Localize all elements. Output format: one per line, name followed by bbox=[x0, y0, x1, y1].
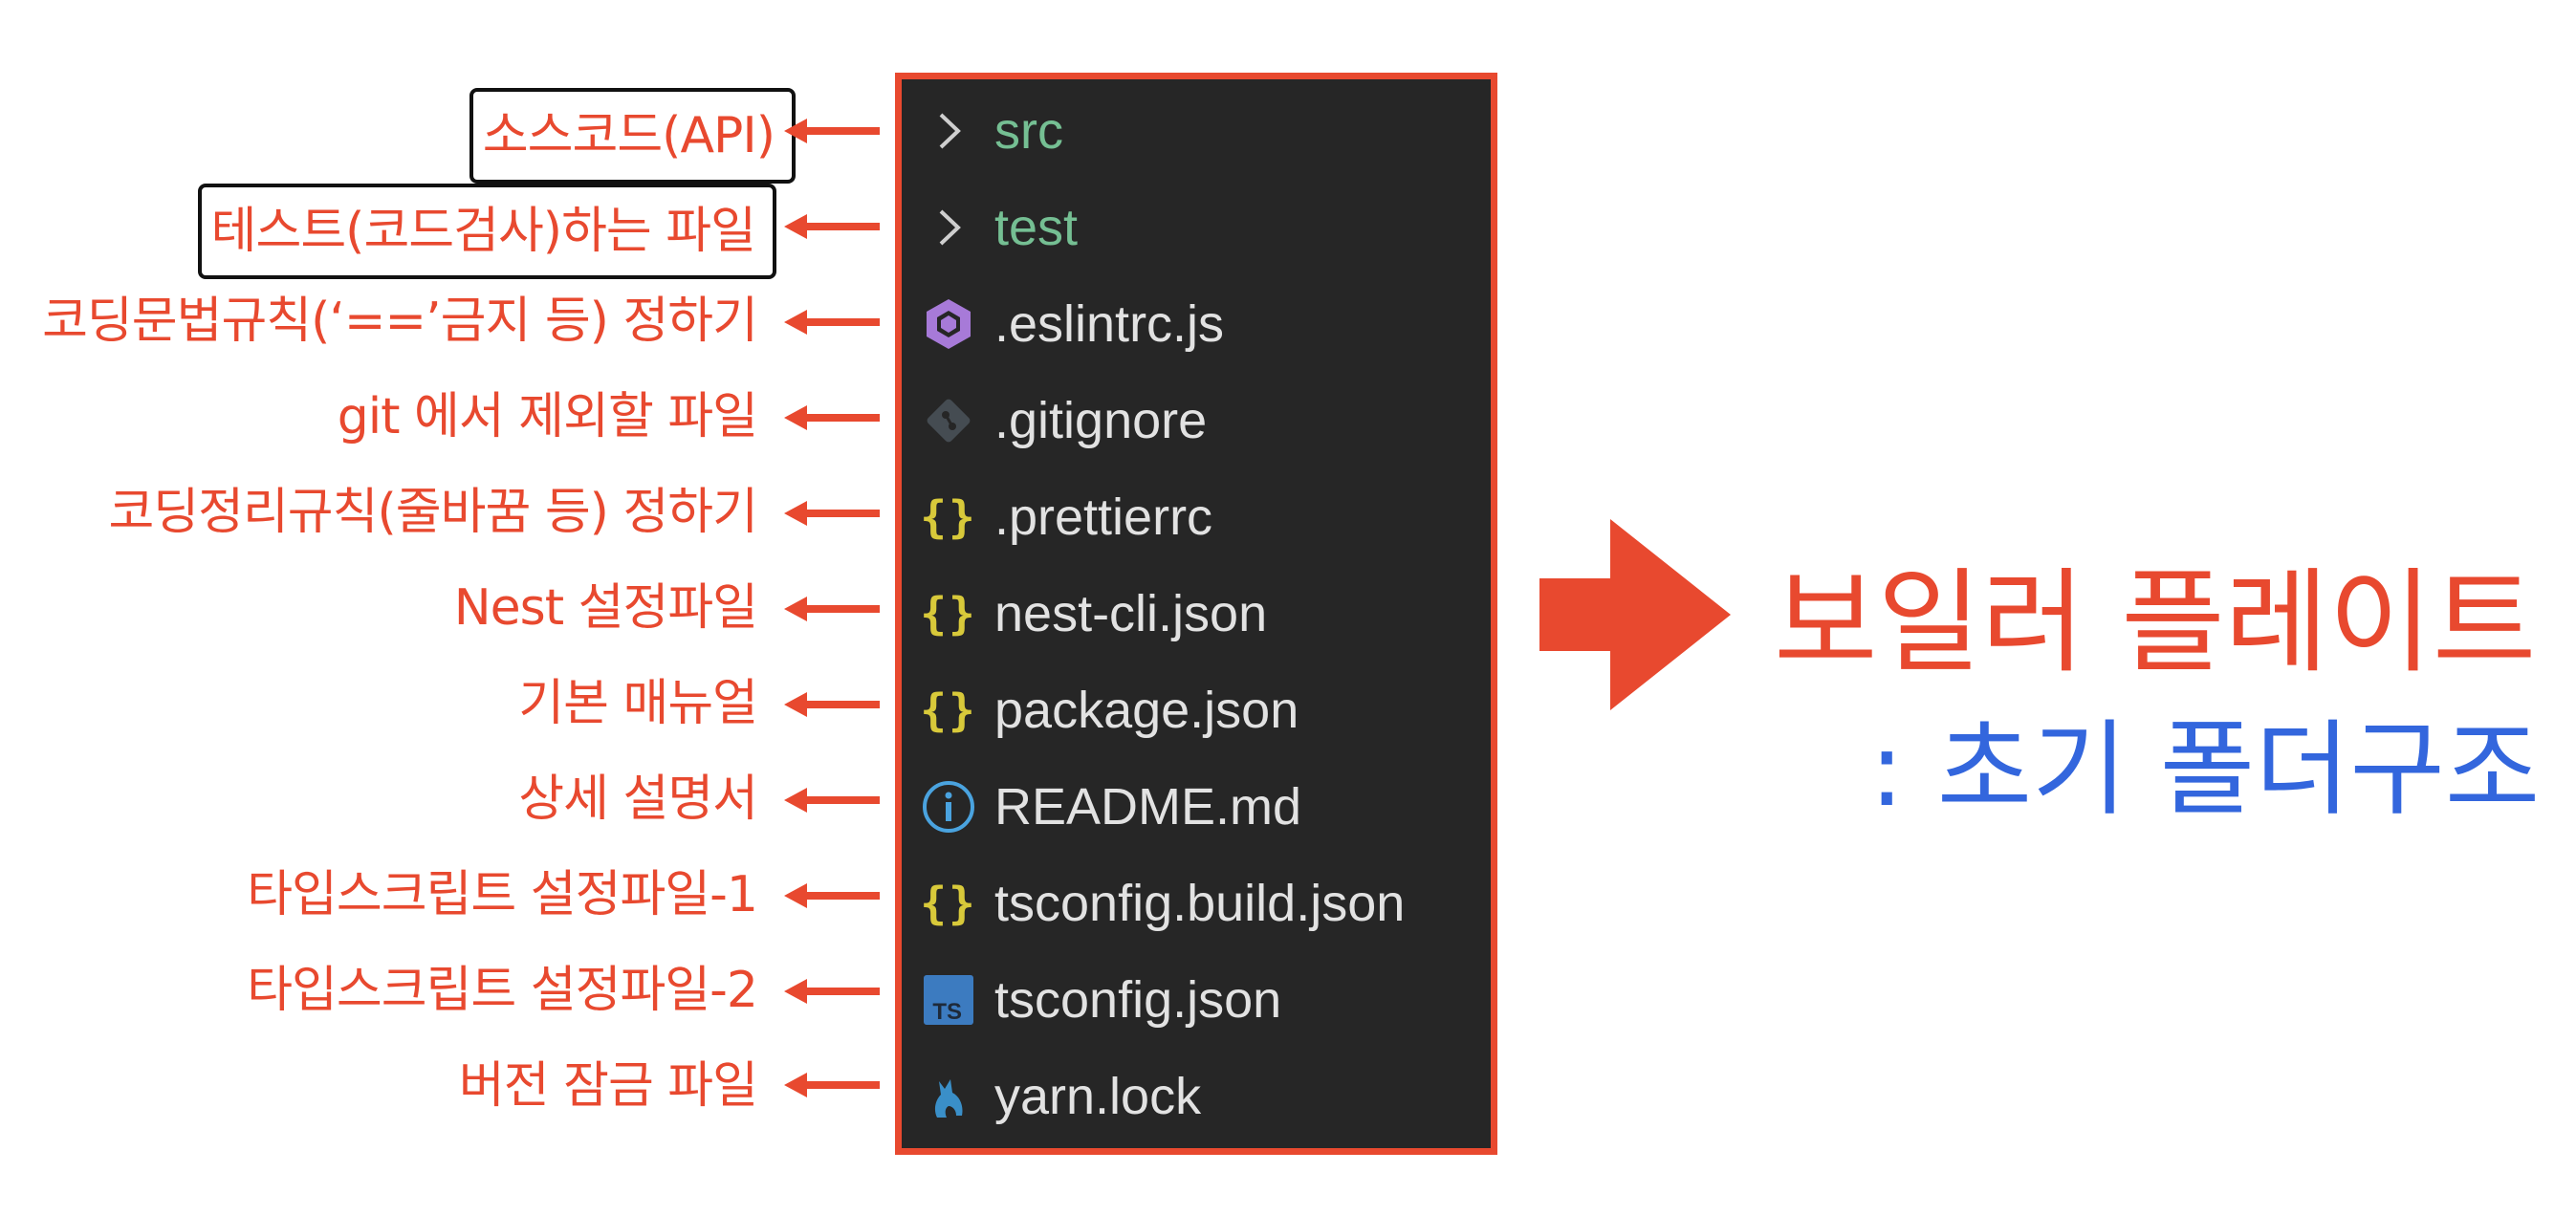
explorer-item-tsconfig-build[interactable]: {} tsconfig.build.json bbox=[902, 855, 1491, 951]
arrow-right-icon bbox=[1539, 519, 1731, 710]
annotation-label: 코딩문법규칙(‘==’금지 등) 정하기 bbox=[42, 293, 758, 350]
annotation-label: 소스코드(API) bbox=[469, 88, 796, 184]
file-name: yarn.lock bbox=[994, 1067, 1202, 1125]
eslint-icon bbox=[917, 291, 980, 358]
annotation-label: Nest 설정파일 bbox=[453, 579, 758, 637]
arrow-left-icon bbox=[784, 310, 880, 335]
arrow-left-icon bbox=[784, 597, 880, 621]
file-name: .prettierrc bbox=[994, 488, 1213, 546]
typescript-icon: TS bbox=[917, 966, 980, 1033]
folder-name: src bbox=[994, 101, 1063, 160]
chevron-right-icon[interactable] bbox=[917, 98, 980, 164]
annotation-label: 타입스크립트 설정파일-1 bbox=[247, 866, 758, 923]
folder-name: test bbox=[994, 198, 1079, 256]
yarn-icon bbox=[917, 1063, 980, 1130]
arrow-left-icon bbox=[784, 788, 880, 813]
arrow-left-icon bbox=[784, 405, 880, 430]
typescript-badge-text: TS bbox=[932, 999, 962, 1025]
file-name: .gitignore bbox=[994, 391, 1208, 449]
title-main: 보일러 플레이트 bbox=[1774, 556, 2537, 688]
annotation-label: 기본 매뉴얼 bbox=[518, 675, 758, 732]
explorer-item-yarn-lock[interactable]: yarn.lock bbox=[902, 1048, 1491, 1144]
file-name: .eslintrc.js bbox=[994, 294, 1225, 353]
file-name: tsconfig.json bbox=[994, 970, 1282, 1029]
explorer-item-nest-cli[interactable]: {} nest-cli.json bbox=[902, 565, 1491, 662]
file-name: package.json bbox=[994, 681, 1299, 739]
info-icon bbox=[917, 773, 980, 840]
explorer-item-package-json[interactable]: {} package.json bbox=[902, 662, 1491, 758]
arrow-left-icon bbox=[784, 979, 880, 1004]
json-braces-icon: {} bbox=[920, 877, 977, 929]
explorer-item-prettierrc[interactable]: {} .prettierrc bbox=[902, 468, 1491, 565]
explorer-item-src[interactable]: src bbox=[902, 82, 1491, 179]
file-explorer-panel: src test .eslintrc.js .gitigno bbox=[895, 73, 1497, 1155]
json-braces-icon: {} bbox=[920, 587, 977, 640]
file-name: README.md bbox=[994, 777, 1302, 836]
explorer-item-readme[interactable]: README.md bbox=[902, 758, 1491, 855]
title-subtitle: : 초기 폴더구조 bbox=[1869, 710, 2541, 830]
arrow-left-icon bbox=[784, 692, 880, 717]
arrow-left-icon bbox=[784, 883, 880, 908]
json-braces-icon: {} bbox=[920, 684, 977, 736]
explorer-item-eslintrc[interactable]: .eslintrc.js bbox=[902, 275, 1491, 372]
json-braces-icon: {} bbox=[920, 490, 977, 543]
annotation-label: 상세 설명서 bbox=[518, 771, 758, 828]
chevron-right-icon[interactable] bbox=[917, 194, 980, 261]
explorer-item-test[interactable]: test bbox=[902, 179, 1491, 275]
annotation-label: 타입스크립트 설정파일-2 bbox=[247, 962, 758, 1019]
file-name: nest-cli.json bbox=[994, 584, 1268, 642]
explorer-item-gitignore[interactable]: .gitignore bbox=[902, 372, 1491, 468]
explorer-item-tsconfig[interactable]: TS tsconfig.json bbox=[902, 951, 1491, 1048]
file-name: tsconfig.build.json bbox=[994, 874, 1406, 932]
arrow-left-icon bbox=[784, 1073, 880, 1097]
arrow-left-icon bbox=[784, 501, 880, 526]
annotation-label: git 에서 제외할 파일 bbox=[337, 388, 758, 445]
annotation-label: 버전 잠금 파일 bbox=[458, 1057, 758, 1115]
annotation-label: 테스트(코드검사)하는 파일 bbox=[197, 184, 776, 279]
arrow-left-icon bbox=[784, 119, 880, 143]
annotation-label: 코딩정리규칙(줄바꿈 등) 정하기 bbox=[108, 484, 758, 541]
git-icon bbox=[917, 387, 980, 454]
arrow-left-icon bbox=[784, 214, 880, 239]
